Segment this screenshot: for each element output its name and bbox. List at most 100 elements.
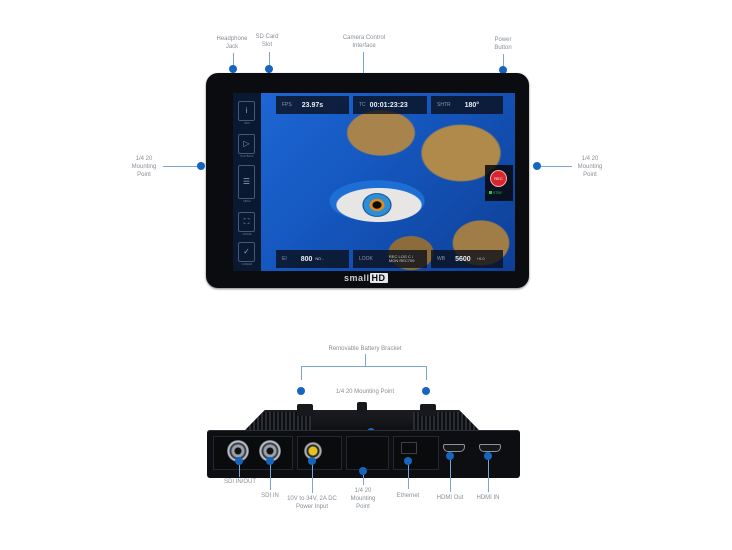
heatsink-fins-left bbox=[243, 412, 311, 430]
timecode-key: TC bbox=[359, 102, 366, 108]
live-video-feed bbox=[261, 93, 515, 271]
look-key: LOOK bbox=[359, 256, 373, 262]
battery-bracket-tab-left bbox=[297, 404, 313, 416]
battery-bracket-tab-right bbox=[420, 404, 436, 416]
heatsink-fins-right bbox=[413, 412, 481, 430]
callout-hdmi-in-label: HDMI IN bbox=[476, 495, 500, 501]
wb-key: WB bbox=[437, 256, 446, 262]
callout-line bbox=[163, 166, 200, 167]
info-icon: i bbox=[245, 106, 248, 115]
mount-box bbox=[346, 436, 389, 470]
callout-dot-dc-power bbox=[308, 457, 316, 465]
callout-line bbox=[301, 366, 427, 367]
callout-sdi-in-out-label: SDI IN/OUT bbox=[223, 479, 256, 485]
hdmi-out-port bbox=[443, 444, 465, 452]
sdi-in-out-port bbox=[227, 440, 249, 462]
ethernet-port bbox=[401, 442, 417, 454]
timecode-control[interactable]: TC 00:01:23:23 bbox=[353, 96, 427, 114]
callout-top-mounting-label: 1/4 20 Mounting Point bbox=[335, 389, 395, 395]
shutter-control[interactable]: SHTR 180° bbox=[431, 96, 503, 114]
top-mount-tab bbox=[357, 402, 367, 414]
callout-dot-bracket-right bbox=[422, 387, 430, 395]
callout-dot-sd-card-slot bbox=[265, 65, 273, 73]
hdmi-in-port bbox=[479, 444, 501, 452]
callout-line bbox=[488, 460, 489, 492]
callout-sdi-in-label: SDI IN bbox=[261, 493, 279, 499]
sidebar-playback-button[interactable]: ▷ bbox=[238, 134, 255, 154]
callout-camera-control-label: Camera Control Interface bbox=[342, 35, 386, 49]
sidebar-caption: CAMERA bbox=[241, 263, 253, 266]
callout-bottom-mounting-label: 1/4 20 Mounting Point bbox=[350, 488, 376, 510]
sidebar-caption: PLAYBACK bbox=[240, 155, 254, 158]
callout-sd-card-slot-label: SD Card Slot bbox=[255, 34, 279, 48]
callout-line bbox=[363, 475, 364, 485]
fps-control[interactable]: FPS 23.97s bbox=[276, 96, 349, 114]
menu-icon: ☰ bbox=[242, 177, 251, 186]
callout-power-button-label: Power Button bbox=[494, 37, 512, 51]
callout-dot-power-button bbox=[499, 66, 507, 74]
brand-prefix: small bbox=[344, 273, 370, 283]
playback-icon: ▷ bbox=[243, 139, 250, 148]
callout-line bbox=[426, 366, 427, 380]
timecode-value: 00:01:23:23 bbox=[369, 101, 408, 109]
callout-dot-bottom-mounting bbox=[359, 467, 367, 475]
ei-key: EI bbox=[282, 256, 287, 262]
callout-hdmi-out-label: HDMI Out bbox=[436, 495, 464, 501]
checklist-icon: ✓ bbox=[243, 247, 250, 256]
record-panel: REC STBY bbox=[485, 165, 513, 201]
ei-control[interactable]: EI 800 ND - bbox=[276, 250, 349, 268]
callout-dot-hdmi-out bbox=[446, 452, 454, 460]
frame-guides-icon: ⛶ bbox=[243, 217, 250, 226]
sidebar-caption: MENU bbox=[243, 200, 251, 203]
callout-line bbox=[312, 465, 313, 493]
sidebar-caption: INFO bbox=[244, 122, 250, 125]
callout-line bbox=[365, 354, 366, 366]
dc-power-port bbox=[304, 442, 322, 460]
callout-battery-bracket-label: Removable Battery Bracket bbox=[328, 346, 402, 352]
sidebar: i INFO ▷ PLAYBACK ☰ MENU ⛶ FRAME ✓ CAMER… bbox=[233, 93, 261, 271]
sdi-in-port bbox=[259, 440, 281, 462]
callout-dot-sdi-in-out bbox=[235, 457, 243, 465]
record-status: STBY bbox=[489, 191, 502, 195]
callout-line bbox=[450, 460, 451, 492]
monitor-rear bbox=[207, 402, 520, 480]
sidebar-camera-button[interactable]: ✓ bbox=[238, 242, 255, 262]
callout-dot-bracket-left bbox=[297, 387, 305, 395]
look-value: REC LOG C / MON REC709 bbox=[388, 254, 415, 263]
touchscreen[interactable]: i INFO ▷ PLAYBACK ☰ MENU ⛶ FRAME ✓ CAMER… bbox=[233, 93, 515, 271]
callout-mounting-left-label: 1/4 20 Mounting Point bbox=[131, 156, 157, 178]
callout-mounting-right-label: 1/4 20 Mounting Point bbox=[577, 156, 603, 178]
callout-headphone-jack-label: Headphone Jack bbox=[216, 36, 248, 50]
nd-value: ND - bbox=[315, 256, 324, 261]
callout-dot-headphone-jack bbox=[229, 65, 237, 73]
shutter-value: 180° bbox=[464, 101, 480, 109]
wb-tint: +0.0 bbox=[476, 256, 485, 261]
record-button[interactable]: REC bbox=[490, 170, 507, 187]
monitor-front: i INFO ▷ PLAYBACK ☰ MENU ⛶ FRAME ✓ CAMER… bbox=[206, 73, 529, 288]
sdi-port-box bbox=[213, 436, 293, 470]
callout-line bbox=[239, 465, 240, 477]
callout-line bbox=[270, 465, 271, 490]
callout-line bbox=[503, 54, 504, 68]
ei-value: 800 bbox=[300, 255, 313, 263]
wb-value: 5600 bbox=[455, 255, 471, 263]
sidebar-info-button[interactable]: i bbox=[238, 101, 255, 121]
brand-suffix: HD bbox=[369, 273, 388, 283]
callout-dot-mounting-left bbox=[197, 162, 205, 170]
callout-dot-mounting-right bbox=[533, 162, 541, 170]
callout-line bbox=[363, 52, 364, 88]
white-balance-control[interactable]: WB 5600 +0.0 bbox=[431, 250, 503, 268]
callout-line bbox=[540, 166, 572, 167]
look-control[interactable]: LOOK REC LOG C / MON REC709 bbox=[353, 250, 427, 268]
callout-line bbox=[408, 465, 409, 489]
sidebar-menu-button[interactable]: ☰ bbox=[238, 165, 255, 199]
sidebar-frame-button[interactable]: ⛶ bbox=[238, 212, 255, 232]
callout-dot-hdmi-in bbox=[484, 452, 492, 460]
callout-dot-ethernet bbox=[404, 457, 412, 465]
shutter-key: SHTR bbox=[437, 102, 451, 108]
fps-key: FPS bbox=[282, 102, 292, 108]
callout-dc-power-label: 10V to 34V, 2A DC Power Input bbox=[287, 496, 337, 510]
callout-line bbox=[269, 52, 270, 67]
callout-dot-sdi-in bbox=[266, 457, 274, 465]
